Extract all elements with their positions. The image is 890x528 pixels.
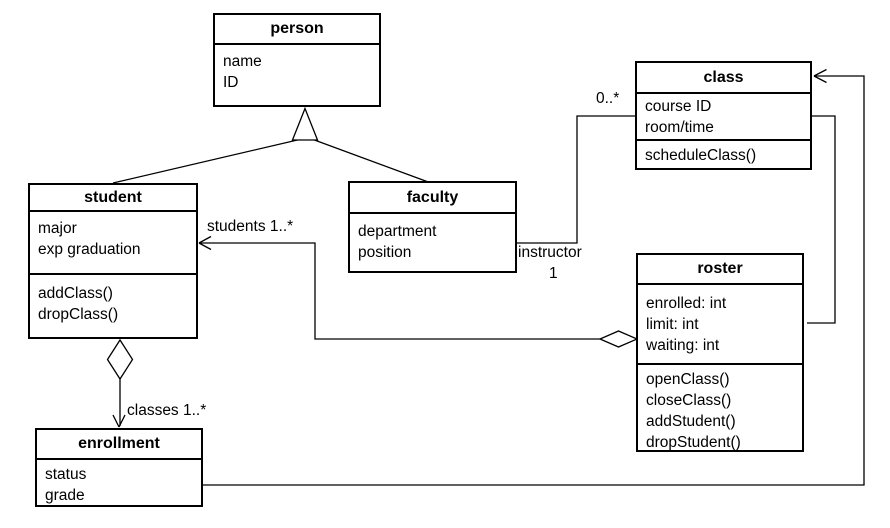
method-row: addStudent(): [646, 413, 736, 430]
label-classes-multiplicity: classes 1..*: [127, 402, 207, 419]
enrollment-attributes-compartment: status grade: [37, 460, 201, 505]
attribute-row: enrolled: int: [646, 295, 727, 312]
method-row: dropStudent(): [646, 434, 741, 450]
generalization-triangle-icon: [291, 106, 319, 141]
class-title-person: person: [215, 15, 379, 45]
open-arrowhead-icon: [112, 414, 126, 428]
student-methods-compartment: addClass() dropClass(): [30, 275, 196, 337]
class-title-faculty: faculty: [350, 183, 515, 214]
roster-attributes-compartment: enrolled: int limit: int waiting: int: [638, 285, 802, 365]
aggregation-diamond-icon: [106, 338, 134, 381]
method-row: openClass(): [646, 371, 730, 388]
roster-methods-compartment: openClass() closeClass() addStudent() dr…: [638, 365, 802, 450]
attribute-row: major: [38, 220, 77, 237]
class-title-enrollment: enrollment: [37, 430, 201, 460]
method-row: scheduleClass(): [645, 147, 757, 164]
attribute-row: waiting: int: [646, 337, 720, 354]
attribute-row: ID: [223, 74, 239, 91]
label-instructor-role: instructor: [518, 244, 582, 261]
method-row: dropClass(): [38, 306, 119, 323]
attribute-row: grade: [45, 487, 85, 504]
open-arrowhead-icon: [198, 235, 212, 251]
class-box-faculty: faculty department position: [348, 181, 517, 273]
class-methods-compartment: scheduleClass(): [637, 141, 810, 168]
attribute-row: course ID: [645, 98, 712, 115]
aggregation-diamond-icon: [598, 330, 639, 348]
open-arrowhead-icon: [813, 68, 827, 84]
label-students-multiplicity: students 1..*: [207, 218, 294, 235]
class-box-class: class course ID room/time scheduleClass(…: [635, 61, 812, 170]
attribute-row: limit: int: [646, 316, 699, 333]
attribute-row: room/time: [645, 119, 714, 136]
person-attributes-compartment: name ID: [215, 45, 379, 105]
attribute-row: department: [358, 223, 437, 240]
attribute-row: name: [223, 53, 262, 70]
attribute-row: exp graduation: [38, 241, 141, 258]
attribute-row: status: [45, 466, 87, 483]
class-box-enrollment: enrollment status grade: [35, 428, 203, 507]
class-title-student: student: [30, 185, 196, 212]
roster-student-aggregation-connector: [198, 235, 639, 348]
label-class-multiplicity: 0..*: [596, 90, 620, 107]
class-title-roster: roster: [638, 255, 802, 285]
faculty-class-association-connector: [515, 115, 638, 244]
method-row: addClass(): [38, 285, 113, 302]
class-box-person: person name ID: [213, 13, 381, 107]
method-row: closeClass(): [646, 392, 732, 409]
class-box-roster: roster enrolled: int limit: int waiting:…: [636, 253, 804, 452]
label-instructor-multiplicity: 1: [549, 265, 558, 282]
faculty-attributes-compartment: department position: [350, 214, 515, 271]
class-box-student: student major exp graduation addClass() …: [28, 183, 198, 339]
class-roster-association-connector: [807, 115, 836, 324]
class-title-class: class: [637, 63, 810, 94]
enrollment-class-association-connector: [201, 68, 865, 486]
class-attributes-compartment: course ID room/time: [637, 94, 810, 141]
person-generalization-connector: [112, 106, 432, 184]
student-attributes-compartment: major exp graduation: [30, 212, 196, 275]
student-enrollment-aggregation-connector: [106, 338, 134, 428]
attribute-row: position: [358, 244, 412, 261]
